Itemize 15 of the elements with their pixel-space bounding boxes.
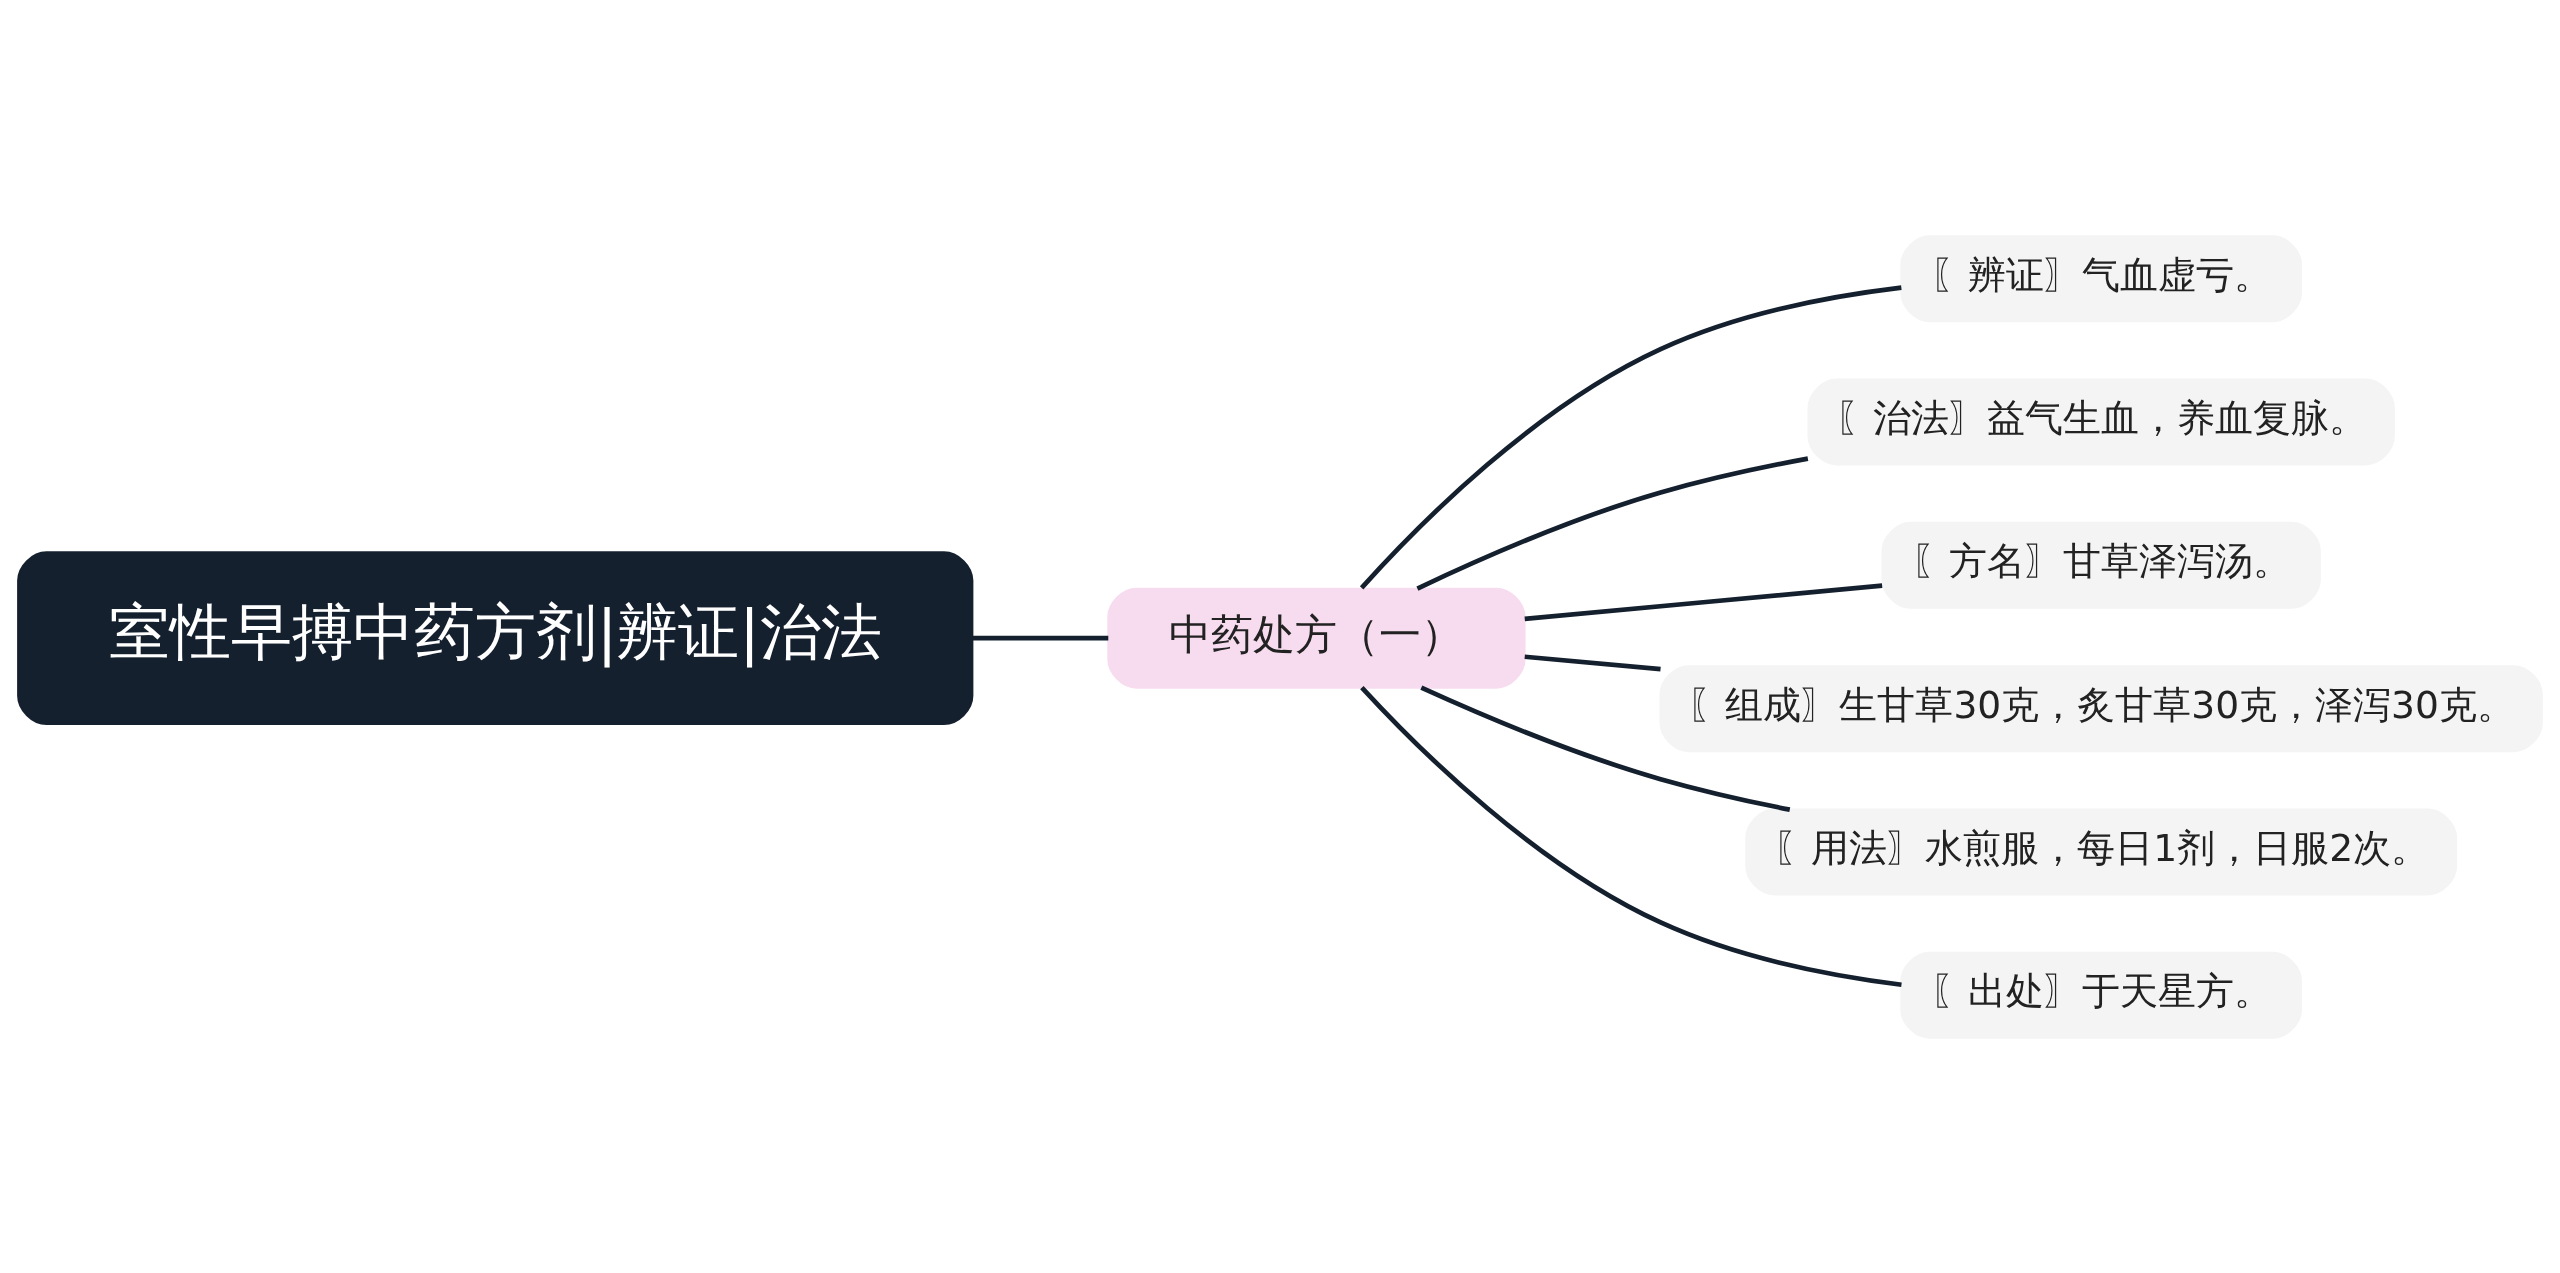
node-box: 〖用法〗水煎服，每日1剂，日服2次。	[1745, 808, 2458, 895]
connector	[1420, 685, 1791, 812]
connector	[1416, 455, 1809, 591]
node-box: 〖方名〗甘草泽泻汤。	[1881, 521, 2321, 609]
connector	[972, 635, 1109, 640]
node-box: 〖组成〗生甘草30克，炙甘草30克，泽泻30克。	[1659, 664, 2543, 752]
node-box: 中药处方（一）	[1107, 587, 1526, 689]
node-box: 〖出处〗于天星方。	[1900, 951, 2303, 1039]
connector	[1360, 685, 1902, 987]
connector	[1359, 284, 1902, 589]
node-box: 室性早搏中药方剂|辨证|治法	[17, 550, 974, 725]
node-box: 〖治法〗益气生血，养血复脉。	[1807, 378, 2395, 465]
node-box: 〖辨证〗气血虚亏。	[1900, 234, 2303, 322]
connector	[1524, 582, 1883, 621]
connector	[1524, 653, 1661, 671]
